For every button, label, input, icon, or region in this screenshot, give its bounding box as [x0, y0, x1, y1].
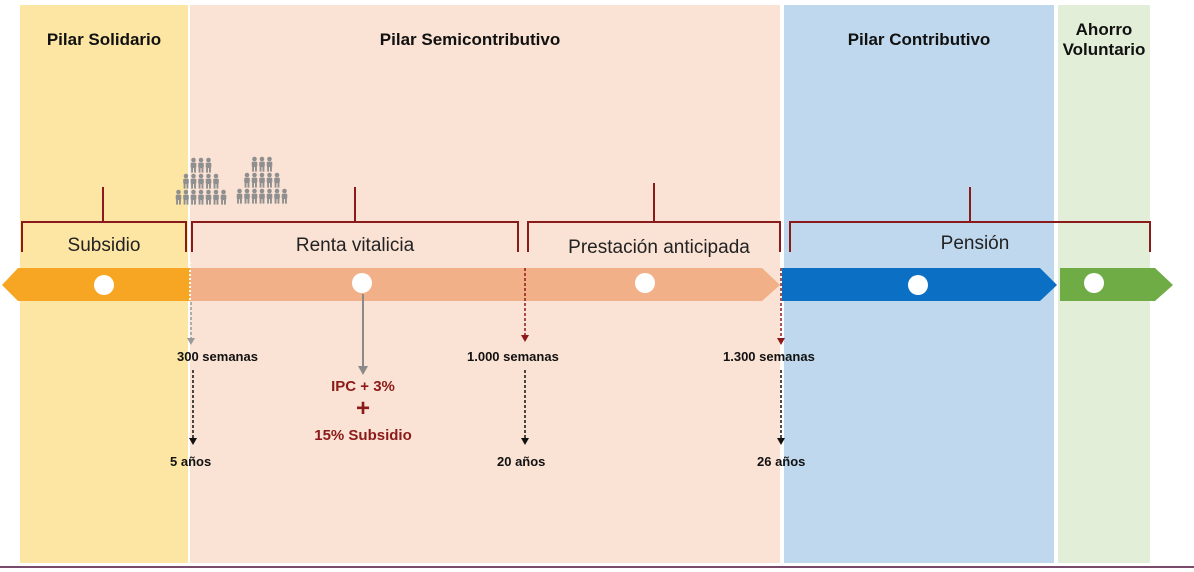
- person-icon: [266, 188, 273, 204]
- threshold-arrowhead-1000: [521, 335, 529, 342]
- formula-subsidio: 15% Subsidio: [314, 427, 412, 444]
- bracket-subsidio: [21, 187, 187, 252]
- pillar-title-contributivo: Pilar Contributivo: [847, 30, 991, 49]
- person-icon: [175, 189, 182, 205]
- person-icon: [251, 156, 258, 172]
- person-icon: [274, 188, 280, 204]
- threshold-label-1000: 1.000 semanas: [467, 349, 559, 364]
- arrow-ahorro: [1060, 268, 1173, 301]
- person-icon: [244, 172, 250, 188]
- bar-dot-renta: [352, 273, 372, 293]
- person-icon: [236, 188, 243, 204]
- bar-dot-prestacion: [635, 273, 655, 293]
- person-icon: [183, 189, 189, 205]
- threshold-label-300: 300 semanas: [177, 349, 258, 364]
- person-icon: [266, 172, 273, 188]
- people-group-icon: [175, 157, 227, 205]
- person-icon: [259, 156, 265, 172]
- person-icon: [266, 156, 273, 172]
- bracket-pension: [789, 187, 1151, 252]
- years-arrowhead-5: [189, 438, 197, 445]
- person-icon: [274, 172, 280, 188]
- person-icon: [259, 172, 265, 188]
- person-icon: [190, 173, 197, 189]
- person-icon: [213, 173, 219, 189]
- person-icon: [251, 188, 258, 204]
- person-icon: [220, 189, 227, 205]
- pillar-title-ahorro: Ahorro Voluntario: [1052, 20, 1156, 60]
- person-icon: [198, 157, 204, 173]
- person-icon: [183, 173, 189, 189]
- pillar-title-solidario: Pilar Solidario: [46, 30, 162, 49]
- person-icon: [190, 189, 197, 205]
- years-label-20: 20 años: [497, 454, 546, 469]
- pillar-title-semicontributivo: Pilar Semicontributivo: [379, 30, 561, 49]
- person-icon: [205, 189, 212, 205]
- bracket-label-renta: Renta vitalicia: [295, 235, 415, 256]
- person-icon: [205, 157, 212, 173]
- threshold-arrowhead-1300: [777, 338, 785, 345]
- threshold-arrowhead-300: [187, 338, 195, 345]
- bracket-label-prestacion: Prestación anticipada: [568, 237, 750, 258]
- bar-dot-solidario: [94, 275, 114, 295]
- bracket-renta: [191, 187, 519, 252]
- bottom-border: [0, 566, 1194, 568]
- bracket-label-pension: Pensión: [940, 233, 1010, 254]
- person-icon: [205, 173, 212, 189]
- person-icon: [281, 188, 288, 204]
- person-icon: [259, 188, 265, 204]
- threshold-label-1300: 1.300 semanas: [723, 349, 815, 364]
- pillar-title-ahorro-line1: Ahorro: [1075, 20, 1133, 39]
- person-icon: [251, 172, 258, 188]
- formula-ipc: IPC + 3%: [331, 378, 395, 395]
- bracket-label-subsidio: Subsidio: [67, 235, 141, 256]
- people-group-icon: [236, 156, 288, 204]
- person-icon: [244, 188, 250, 204]
- renta-formula-arrowhead: [358, 366, 368, 375]
- person-icon: [198, 173, 204, 189]
- arrow-semicontributivo: [190, 268, 780, 301]
- bracket-prestacion: [527, 183, 781, 252]
- years-label-26: 26 años: [757, 454, 806, 469]
- bar-dot-contributivo: [908, 275, 928, 295]
- bar-dot-ahorro: [1084, 273, 1104, 293]
- person-icon: [213, 189, 219, 205]
- years-arrowhead-26: [777, 438, 785, 445]
- person-icon: [198, 189, 204, 205]
- pillar-title-ahorro-line2: Voluntario: [1062, 40, 1146, 59]
- years-arrowhead-20: [521, 438, 529, 445]
- formula-plus-icon: +: [355, 395, 370, 422]
- person-icon: [190, 157, 197, 173]
- years-label-5: 5 años: [170, 454, 212, 469]
